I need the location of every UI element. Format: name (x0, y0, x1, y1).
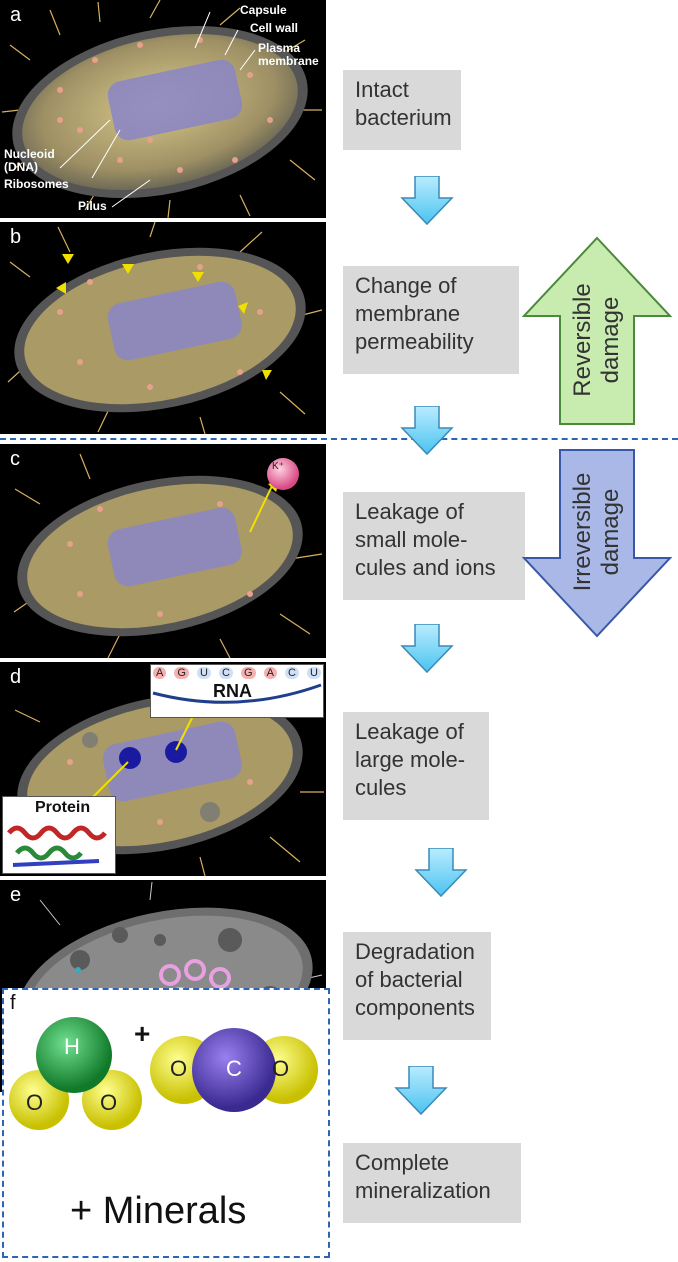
reversible-damage-label: Reversible damage (569, 283, 624, 397)
label-pilus: Pilus (78, 199, 107, 213)
irreversible-damage-label: Irreversible damage (569, 472, 624, 592)
co2-o-atom-label: O (272, 1056, 290, 1081)
flow-arrow-icon (400, 406, 454, 456)
step-degradation: Degradation of bacterial components (343, 932, 491, 1040)
rna-base: U (307, 667, 321, 679)
rna-base-row: A G U C G A C U (153, 667, 321, 679)
rna-strand-graphic (152, 683, 322, 704)
step-small-leakage: Leakage of small mole-cules and ions (343, 492, 525, 600)
panel-b: b (0, 222, 326, 434)
rna-label: RNA (213, 681, 252, 701)
water-h-atom-label: H (64, 1034, 80, 1059)
flow-arrow-icon (400, 624, 454, 674)
panel-f: f H O O + O C O + Minerals (2, 988, 330, 1258)
rna-base: U (197, 667, 211, 679)
bacterium-intact-illustration (1, 0, 322, 218)
irreversible-damage-arrow-icon (522, 449, 672, 638)
panel-letter: a (10, 4, 22, 26)
step-membrane-permeability: Change of membrane permeability (343, 266, 519, 374)
protein-inset: Protein (2, 796, 116, 874)
rna-inset: A G U C G A C U RNA (150, 664, 324, 718)
panel-d: d A G U C G A C U RNA Protein (0, 662, 326, 876)
flow-arrow-icon (394, 1066, 448, 1116)
flow-arrow-icon (400, 176, 454, 226)
step-large-leakage: Leakage of large mole-cules (343, 712, 489, 820)
label-cell-wall: Cell wall (250, 21, 299, 35)
panel-letter: f (10, 992, 16, 1014)
panel-letter: d (10, 666, 22, 688)
bacterium-small-leakage-illustration (13, 453, 323, 658)
molecules-graphic (9, 1017, 318, 1130)
step-intact-bacterium: Intact bacterium (343, 70, 461, 150)
panel-letter: e (10, 884, 22, 906)
step-mineralization: Complete mineralization (343, 1143, 521, 1223)
minerals-label: + Minerals (70, 1190, 247, 1232)
water-o-atom-label: O (100, 1090, 118, 1115)
label-nucleoid: Nucleoid (DNA) (4, 147, 55, 174)
plus-sign: + (134, 1018, 151, 1049)
reversibility-boundary-line (0, 438, 678, 440)
co2-c-atom-label: C (226, 1056, 242, 1081)
co2-o-atom-label: O (170, 1056, 188, 1081)
label-plasma-membrane: Plasma membrane (258, 41, 319, 68)
panel-c: c K⁺ (0, 444, 326, 658)
label-capsule: Capsule (240, 3, 287, 17)
potassium-ion-label: K⁺ (272, 461, 284, 472)
water-o-atom-label: O (26, 1090, 44, 1115)
protein-label: Protein (35, 799, 91, 816)
rna-base: A (153, 667, 167, 679)
rna-base: C (285, 667, 299, 679)
rna-base: A (263, 667, 277, 679)
rna-base: G (174, 667, 189, 679)
flow-arrow-icon (414, 848, 468, 898)
bacterium-permeability-illustration (7, 222, 323, 434)
panel-a: a Capsule Cell wall Plasma membrane Nucl… (0, 0, 326, 218)
label-ribosomes: Ribosomes (4, 177, 69, 191)
panel-letter: c (10, 448, 20, 470)
reversible-damage-arrow-icon (522, 236, 672, 425)
rna-base: G (241, 667, 256, 679)
rna-base: C (219, 667, 233, 679)
protein-ribbon-graphic (7, 825, 107, 867)
panel-letter: b (10, 226, 22, 248)
